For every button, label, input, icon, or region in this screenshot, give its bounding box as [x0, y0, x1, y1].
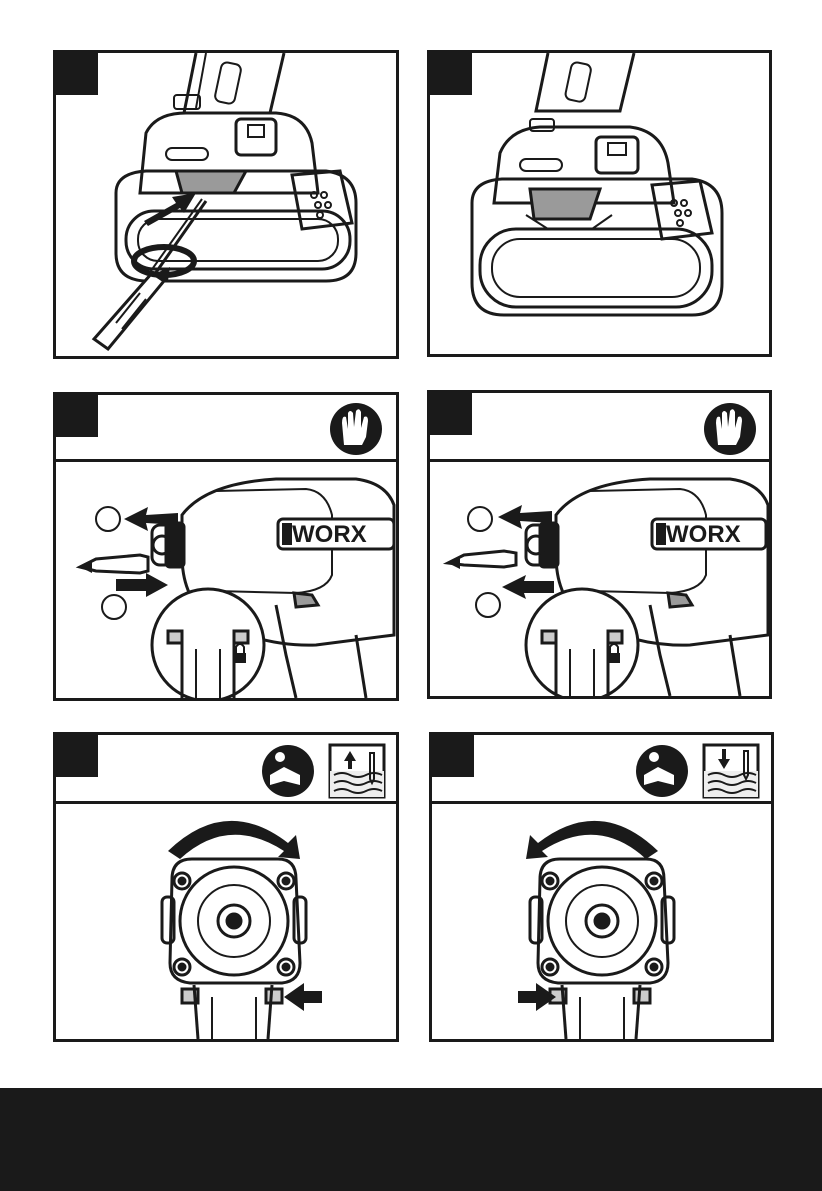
battery-installed-illustration — [430, 53, 769, 354]
push-arrow-icon — [284, 983, 322, 1011]
panel-battery-installed — [427, 50, 772, 357]
panel-bit-removal: WORX — [53, 392, 399, 701]
bit-insertion-illustration: WORX — [430, 393, 769, 696]
screw-in-icon — [704, 745, 758, 797]
panel-bit-insertion: WORX — [427, 390, 772, 699]
screw-out-icon — [330, 745, 384, 797]
read-manual-icon — [262, 745, 314, 797]
gloves-icon — [704, 403, 756, 455]
push-arrow-icon — [518, 983, 556, 1011]
brand-logo: WORX — [292, 521, 367, 548]
counterclockwise-arrow-icon — [526, 821, 658, 859]
footer-bar — [0, 1088, 822, 1191]
gloves-icon — [330, 403, 382, 455]
pull-arrow-icon — [502, 575, 554, 599]
panel-forward-rotation — [53, 732, 399, 1042]
push-arrow-icon — [116, 573, 168, 597]
panel-reverse-rotation — [429, 732, 774, 1042]
battery-screwdriver-illustration — [56, 53, 396, 356]
reverse-rotation-illustration — [432, 735, 771, 1039]
brand-logo: WORX — [666, 521, 741, 548]
read-manual-icon — [636, 745, 688, 797]
panel-battery-screwdriver — [53, 50, 399, 359]
forward-rotation-illustration — [56, 735, 396, 1039]
clockwise-arrow-icon — [168, 821, 300, 859]
bit-removal-illustration: WORX — [56, 395, 396, 698]
